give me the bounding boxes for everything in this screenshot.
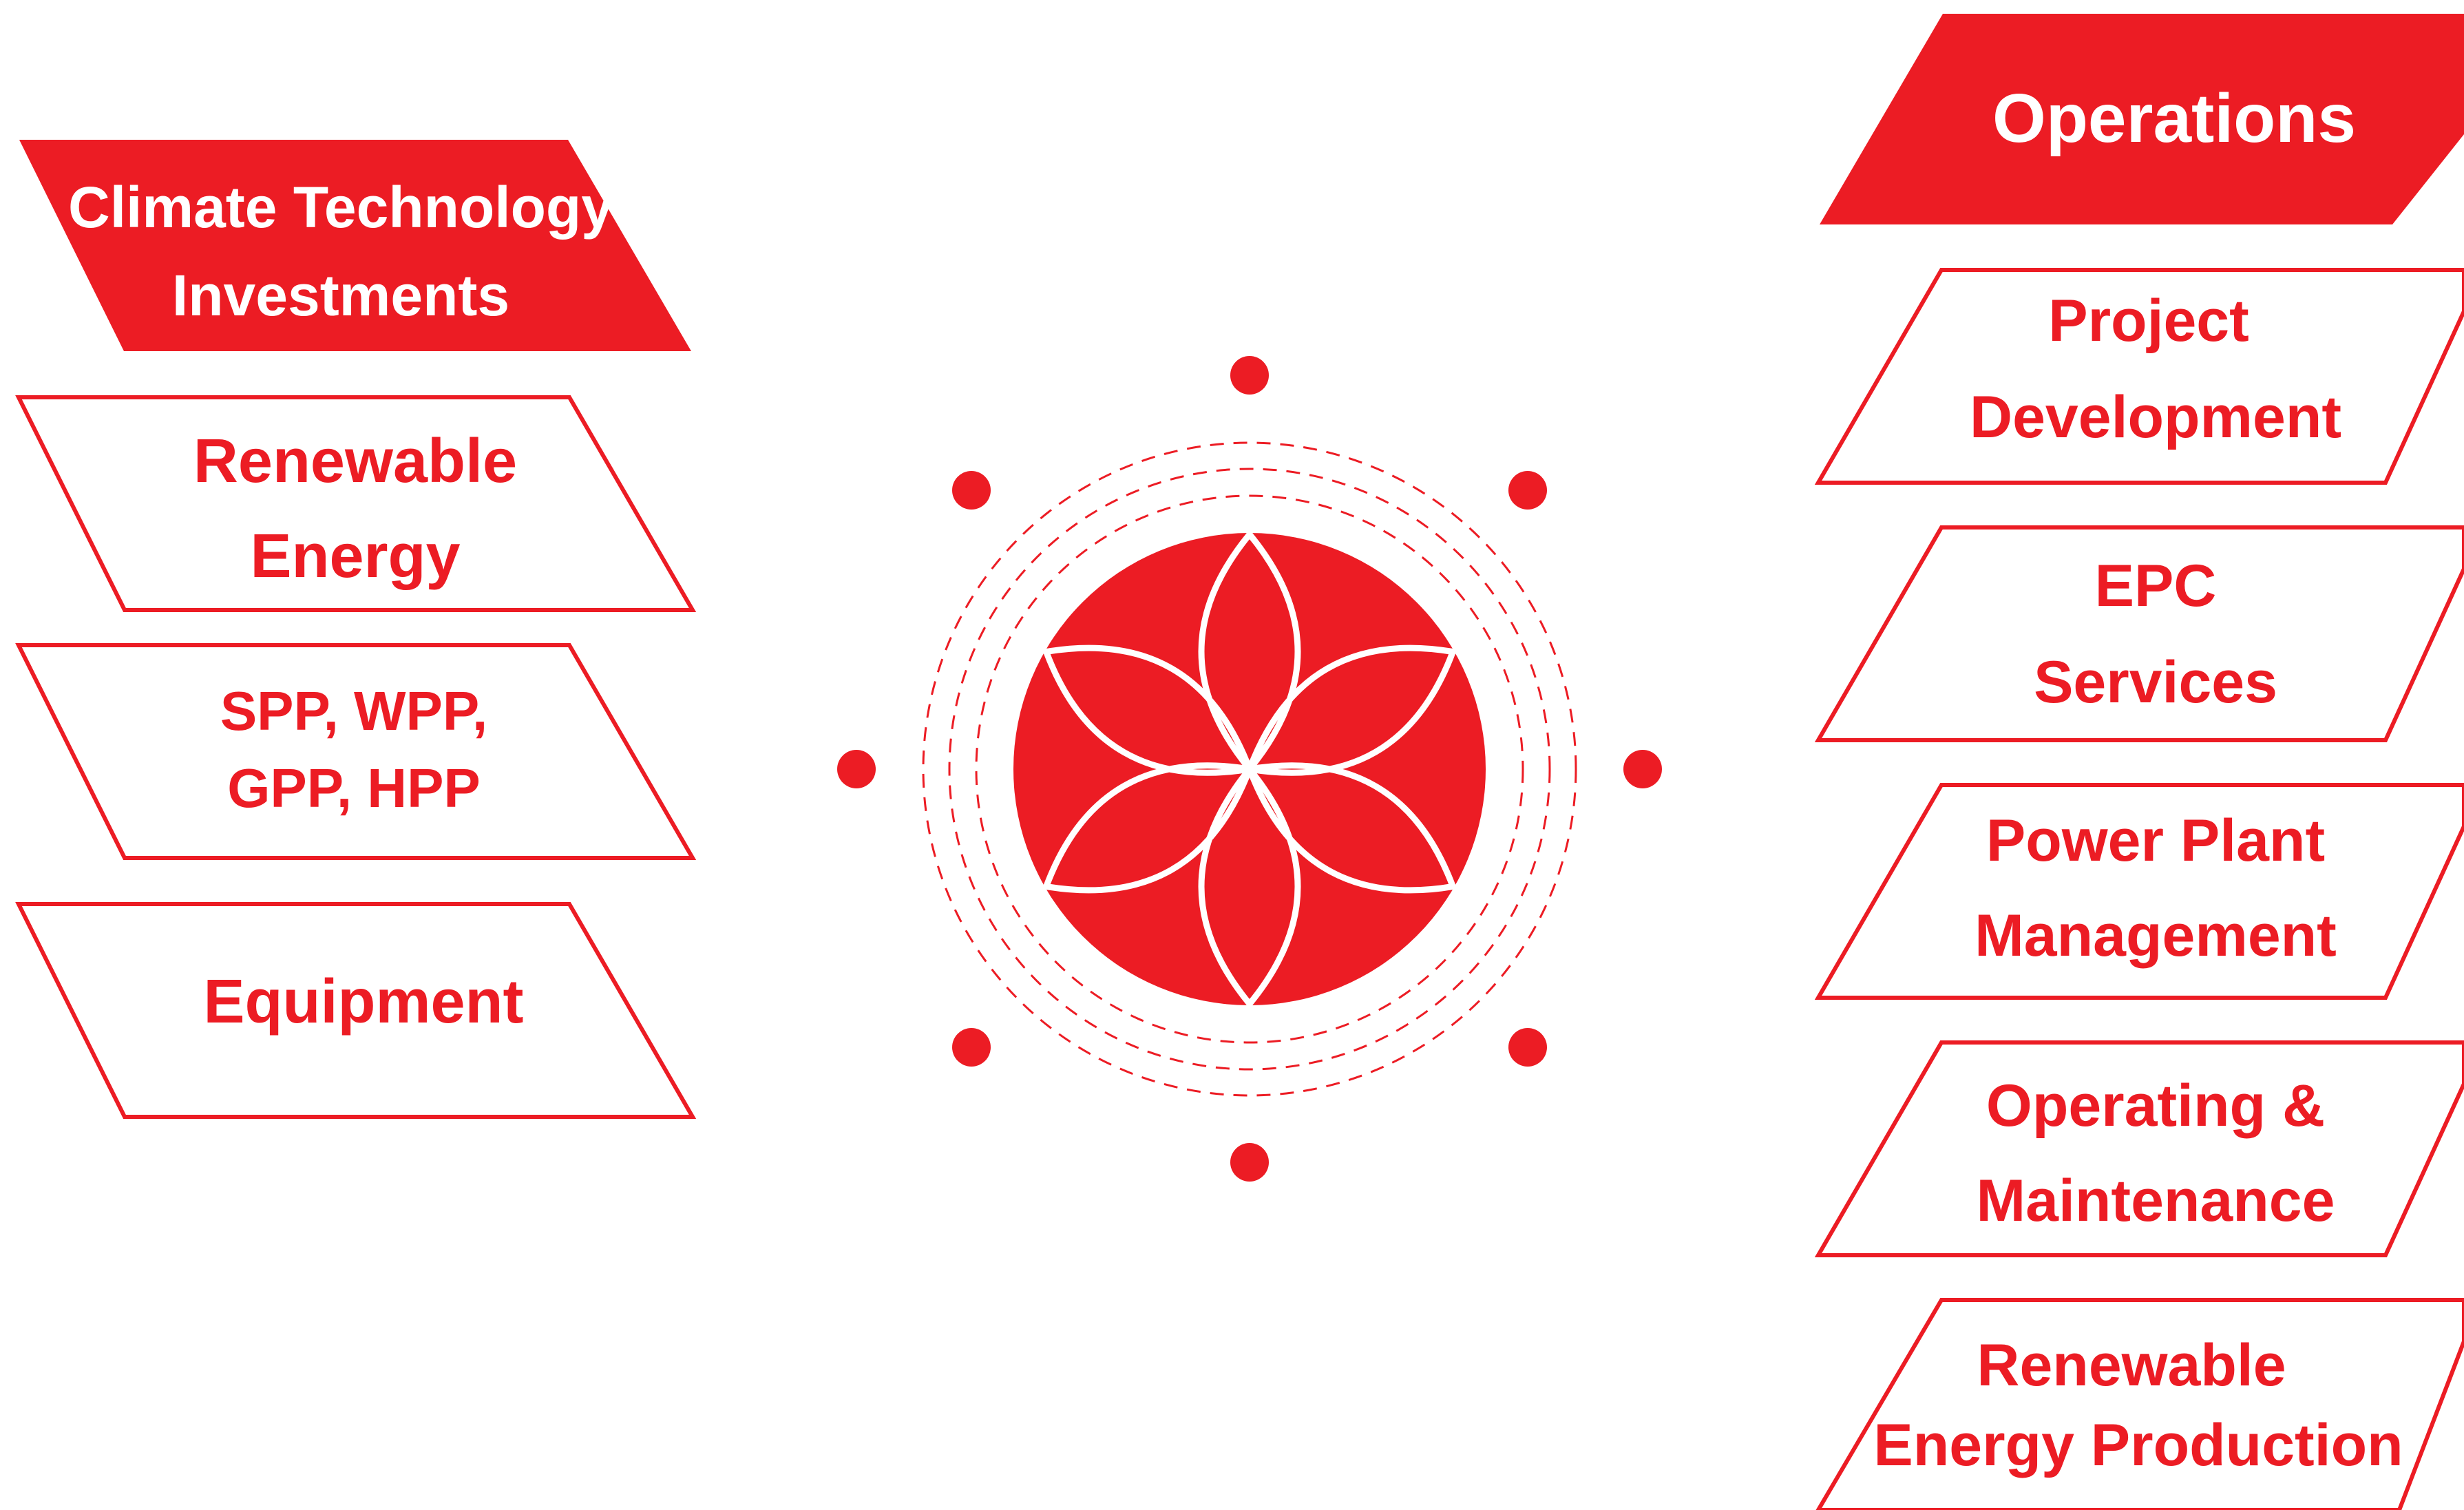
- left-item-shape: [15, 902, 697, 1119]
- right-item-shape: [1814, 268, 2464, 485]
- left-item-shape: [15, 395, 697, 612]
- right-item-epc-services: EPC Services: [1814, 525, 2464, 742]
- left-item-line2: Energy: [250, 522, 460, 591]
- left-item-renewable-energy: Renewable Energy: [15, 395, 697, 612]
- right-item-shape: [1814, 525, 2464, 742]
- right-header-shape: [1820, 14, 2464, 224]
- satellite-dot: [1508, 1028, 1547, 1067]
- satellite-dot: [952, 1028, 991, 1067]
- satellite-dot: [1230, 356, 1269, 395]
- left-item-line2: GPP, HPP: [227, 757, 481, 819]
- left-item-equipment: Equipment: [15, 902, 697, 1119]
- right-item-line2: Services: [2034, 649, 2277, 715]
- satellite-dot: [1230, 1143, 1269, 1182]
- satellite-dot: [1623, 750, 1662, 788]
- left-header-shape: [19, 140, 691, 351]
- flower-of-life-icon: [1043, 531, 1456, 1007]
- satellite-dot: [837, 750, 876, 788]
- right-item-line2: Management: [1975, 903, 2337, 969]
- left-header-line2: Investments: [172, 263, 509, 328]
- left-item-line1: Renewable: [193, 427, 517, 496]
- left-item-shape: [15, 643, 697, 860]
- right-item-project-development: Project Development: [1814, 268, 2464, 485]
- right-item-line2: Development: [1970, 384, 2341, 450]
- flower-petal: [1043, 644, 1253, 776]
- right-item-line1: EPC: [2095, 553, 2217, 619]
- right-header-box: Operations: [1820, 14, 2464, 224]
- dashed-ring-outer: [922, 441, 1577, 1097]
- dashed-ring-middle: [948, 468, 1551, 1071]
- left-header-box: Climate Technology Investments: [19, 140, 691, 351]
- right-item-power-plant-management: Power Plant Management: [1814, 783, 2464, 1000]
- satellite-dot: [952, 471, 991, 510]
- right-item-shape: [1814, 1040, 2464, 1257]
- right-item-renewable-energy-production: Renewable Energy Production: [1815, 1298, 2464, 1510]
- satellite-dot: [1508, 471, 1547, 510]
- right-item-line1: Operating &: [1986, 1073, 2325, 1139]
- dashed-ring-inner: [975, 494, 1524, 1044]
- left-item-line1: Equipment: [204, 967, 524, 1036]
- right-header-line1: Operations: [1992, 80, 2356, 157]
- right-item-operating-maintenance: Operating & Maintenance: [1814, 1040, 2464, 1257]
- right-item-line1: Power Plant: [1986, 808, 2325, 874]
- left-item-line1: SPP, WPP,: [220, 680, 487, 742]
- right-item-line1: Project: [2048, 288, 2249, 354]
- right-item-shape: [1814, 783, 2464, 1000]
- right-item-shape: [1815, 1298, 2464, 1510]
- right-item-line2: Energy Production: [1873, 1412, 2403, 1478]
- left-item-plant-types: SPP, WPP, GPP, HPP: [15, 643, 697, 860]
- right-item-line2: Maintenance: [1977, 1168, 2335, 1234]
- center-emblem: [837, 356, 1662, 1182]
- right-item-line1: Renewable: [1977, 1332, 2286, 1398]
- left-header-line1: Climate Technology: [68, 175, 613, 240]
